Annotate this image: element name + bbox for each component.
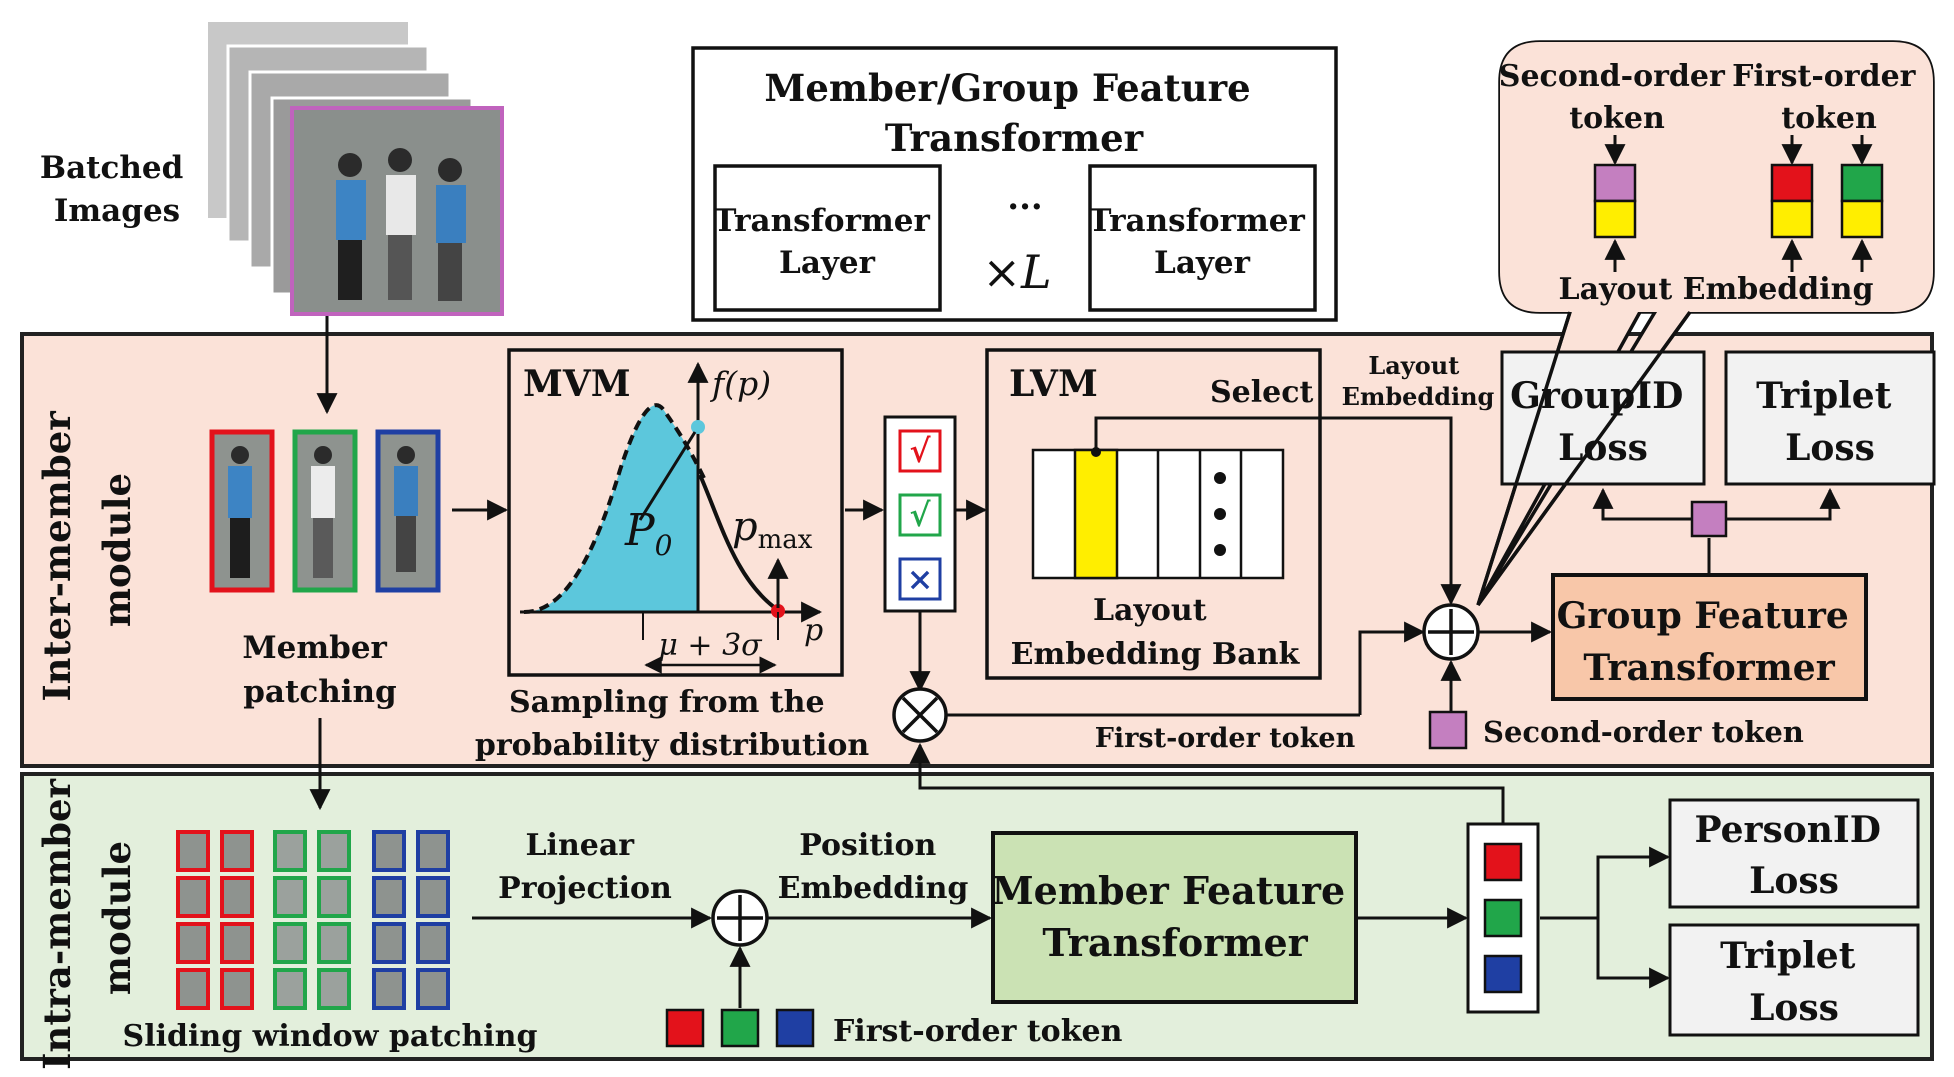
arrow-select-to-plus [1094,416,1462,606]
sliding-window-patches [176,830,450,1010]
legend-dots: ··· [1007,187,1043,227]
mask-check-1: √ [909,432,931,470]
p0-label: P0 [624,505,672,562]
svg-text:Transformer Layer: Transformer Layer [1088,203,1315,281]
batched-images-label: Batched Images [40,150,194,229]
batched-images-stack [208,22,504,316]
linear-projection-label: Linear Projection [498,828,672,906]
arrow-first-order-path [1358,621,1426,715]
triplet-loss-intra [1668,923,1920,1037]
position-embedding-label: Position Embedding [778,828,969,906]
svg-text:PersonID Loss: PersonID Loss [1694,809,1893,902]
multiply-operator [892,687,948,743]
legend-title: Member/Group Feature Transformer [764,66,1263,160]
svg-text:Transformer Layer: Transformer Layer [713,203,940,281]
callout-token-first-red [1770,135,1814,272]
first-order-token-intra-label: First-order token [833,1014,1123,1049]
add-operator-inter [1422,603,1480,661]
mvm-distribution-plot [520,361,823,674]
triplet-loss-inter [1724,350,1936,486]
arrow-to-triplet-inter [1726,487,1841,521]
inter-module-label: Inter-member module [35,398,139,701]
select-label: Select [1210,375,1314,410]
fp-label: f(p) [709,364,771,403]
gft-output-token [1690,500,1728,538]
p-axis-label: p [804,613,823,648]
pmax-label: pmax [732,504,813,555]
mask-cross: × [907,560,934,598]
first-order-token-inter: First-order token [1095,723,1356,754]
legend-times-l: ×L [982,245,1051,299]
svg-text:Group Feature Transformer: Group Feature Transformer [1557,595,1862,689]
member-patching-label: Member patching [242,630,397,710]
mu-sigma-label: μ + 3σ [658,628,763,663]
personid-loss [1668,798,1920,909]
svg-text:Triplet Loss: Triplet Loss [1756,375,1904,469]
bank-caption: Layout Embedding Bank [1011,593,1301,672]
add-operator-intra [711,889,769,947]
transformer-layer-left [713,164,942,312]
callout-token-first-green [1840,135,1884,272]
arrow-to-groupid [1592,487,1692,521]
svg-text:Member Feature Transformer: Member Feature Transformer [992,868,1359,965]
arrow-to-personid [1596,846,1671,918]
transformer-layer-right [1088,164,1317,312]
member-crops [209,429,441,593]
mask-check-2: √ [909,496,931,534]
arrow-to-triplet-intra [1596,918,1671,989]
member-feature-transformer [991,831,1358,1004]
intra-module-label: Intra-member module [35,766,139,1070]
first-order-token-blue [775,1008,815,1048]
callout-token-second [1593,135,1637,272]
callout-second-order-label: Second-order token [1499,59,1735,136]
sampling-caption: Sampling from the probability distributi… [475,685,869,763]
callout-layout-embedding: Layout Embedding [1559,272,1874,307]
svg-text:Triplet Loss: Triplet Loss [1720,935,1868,1029]
second-order-token-swatch [1428,710,1468,750]
layout-embedding-arrow-label: Layout Embedding [1342,351,1495,411]
lvm-title: LVM [1009,363,1098,405]
arrow-tokens-to-multiply [909,742,1505,824]
callout-first-order-label: First-order token [1732,59,1926,136]
second-order-token-label: Second-order token [1483,715,1804,749]
first-order-token-green [720,1008,760,1048]
mvm-title: MVM [523,363,631,405]
group-feature-transformer [1551,573,1868,701]
sliding-window-label: Sliding window patching [123,1019,538,1054]
layout-embedding-bank [1031,447,1285,580]
mvm-box [507,348,844,677]
first-order-token-red [665,1008,705,1048]
